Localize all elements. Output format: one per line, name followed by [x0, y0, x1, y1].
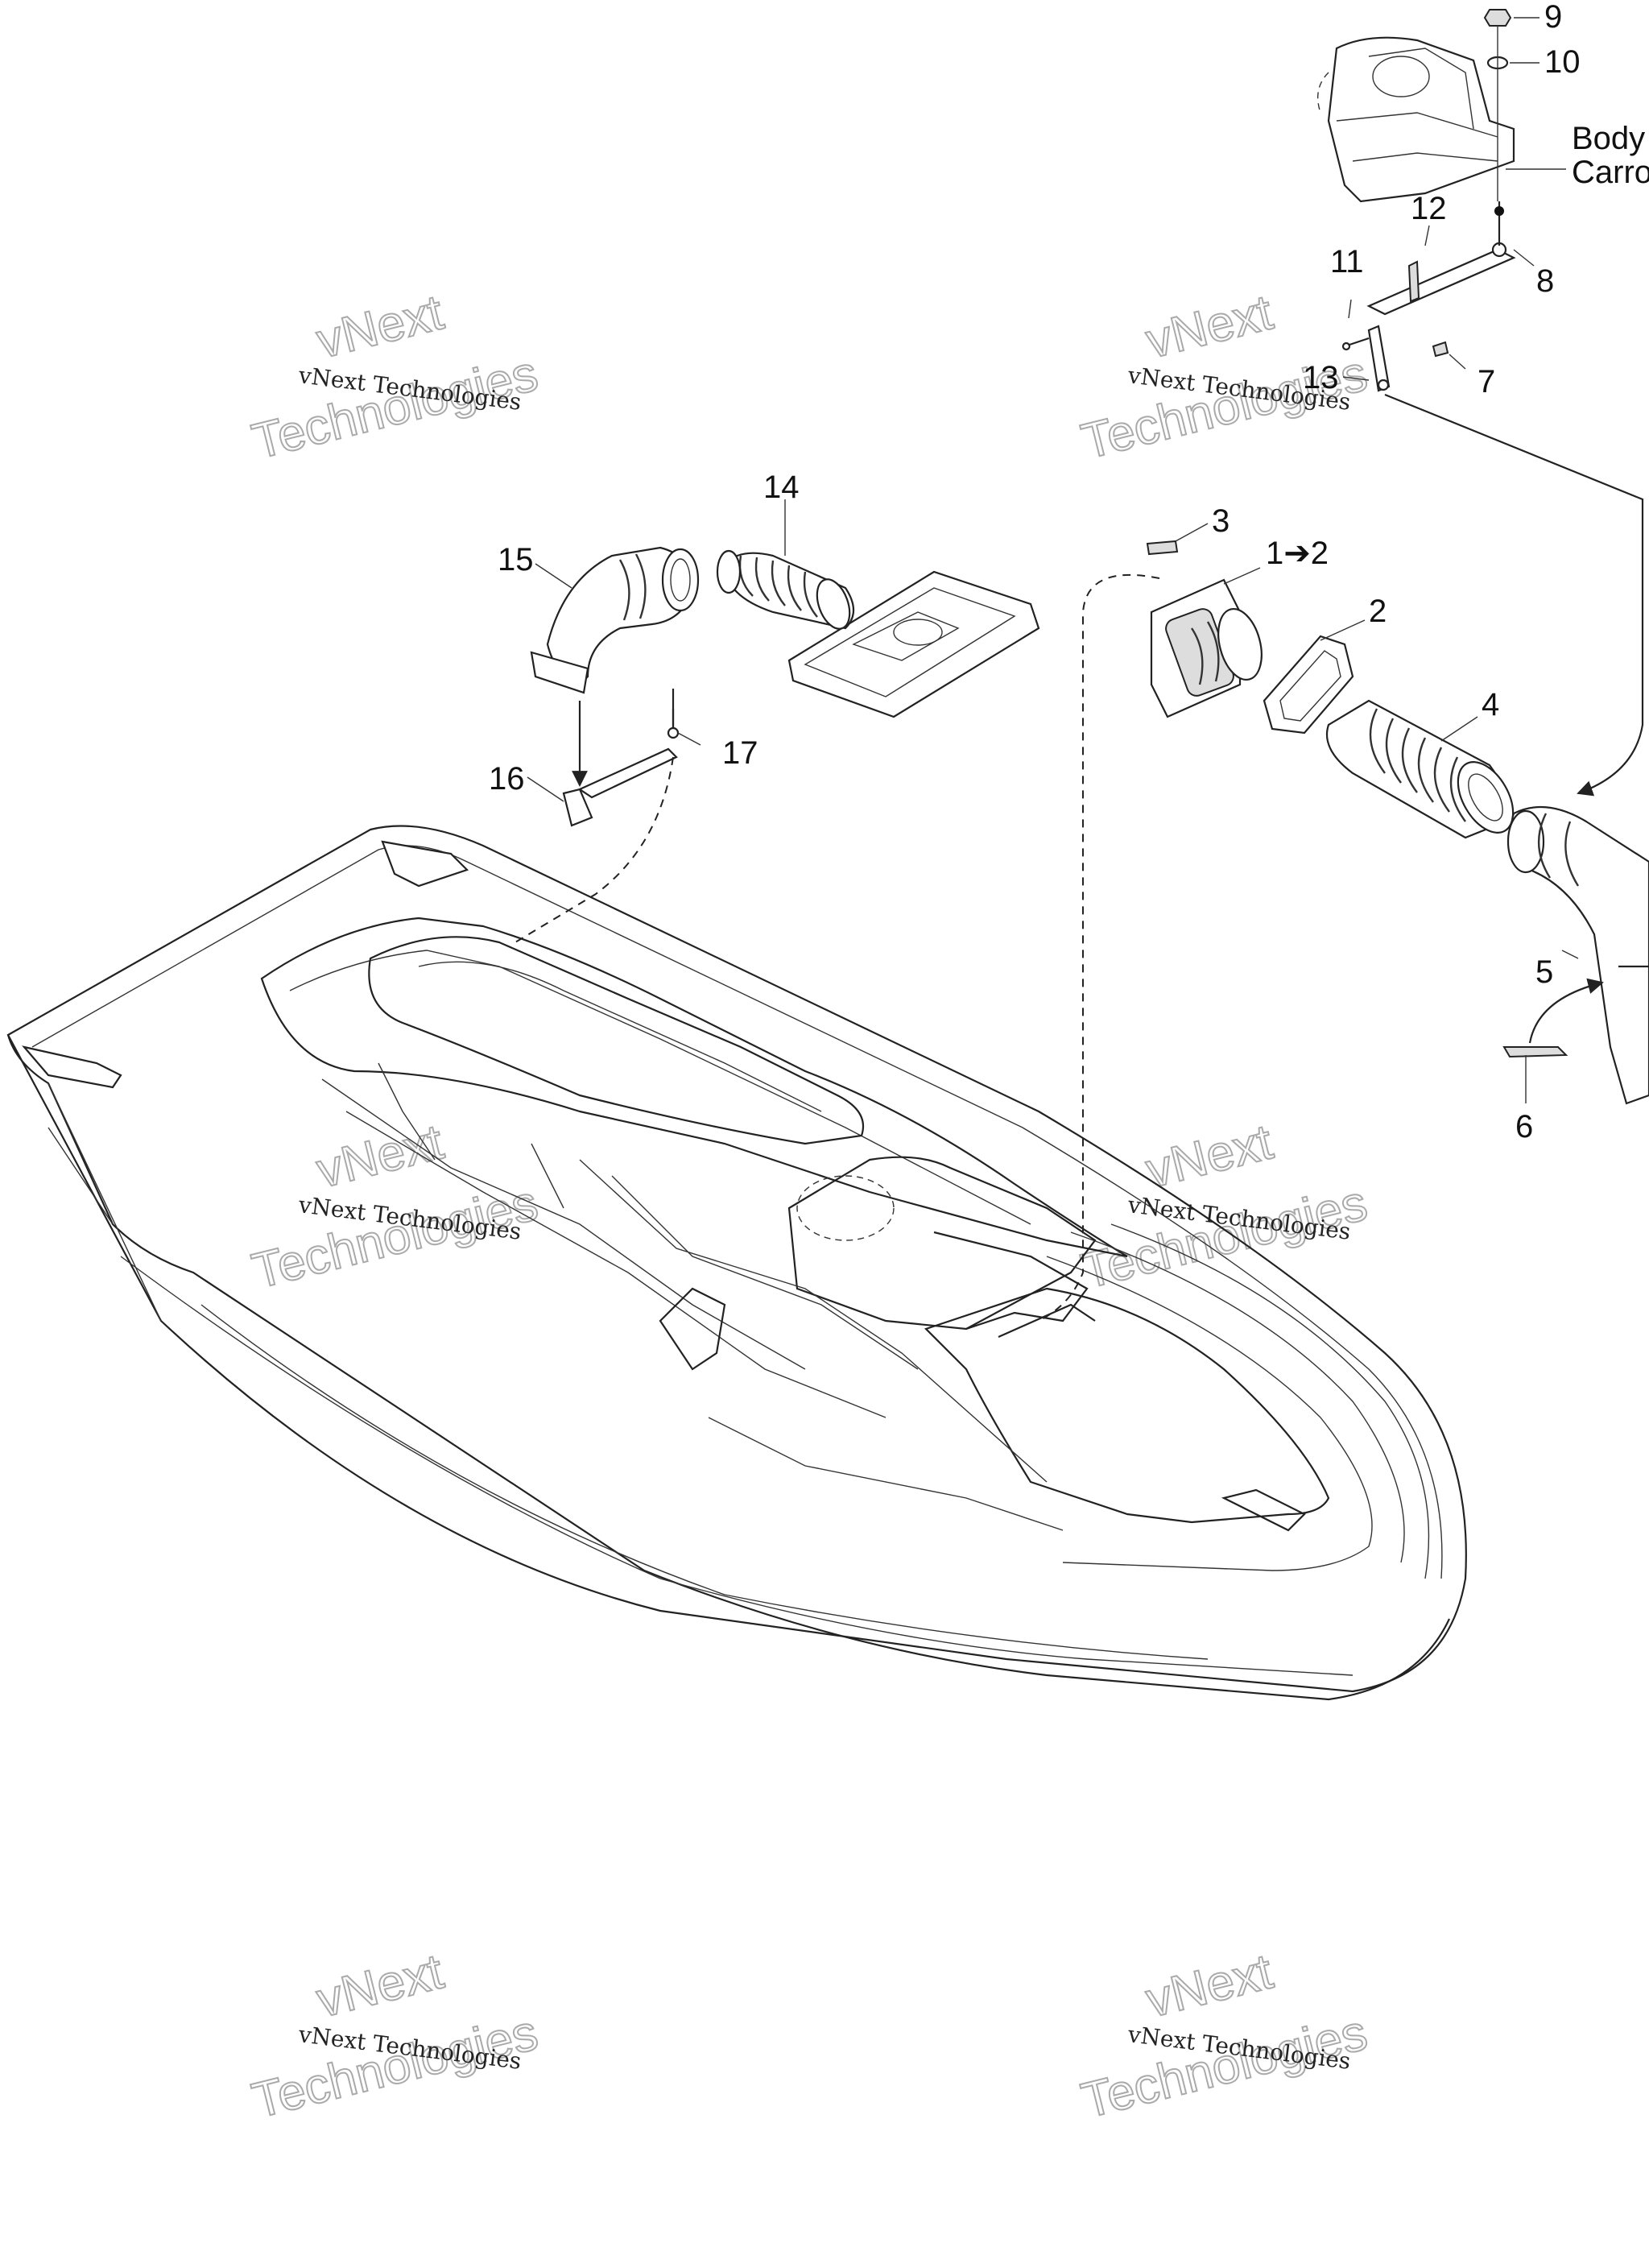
part-8-bracket [1366, 201, 1516, 316]
part-5-elbow [1506, 805, 1649, 1105]
reference-label-line2: Carro [1572, 155, 1649, 190]
part-9-nut [1483, 9, 1512, 27]
callout-13: 13 [1303, 360, 1339, 395]
reference-label-line1: Body [1572, 121, 1645, 156]
callout-2: 2 [1369, 594, 1387, 629]
callout-10: 10 [1544, 44, 1581, 80]
svg-text:vNext: vNext [1141, 1114, 1278, 1198]
callout-8: 8 [1536, 263, 1554, 299]
part-exhaust-housing [1317, 36, 1515, 203]
part-3-rivet [1146, 540, 1179, 556]
part-13-strap [1367, 325, 1391, 392]
callout-11: 11 [1330, 244, 1364, 279]
svg-text:vNext: vNext [312, 284, 448, 369]
callout-17: 17 [722, 735, 758, 771]
callout-1-2: 1➔2 [1266, 536, 1329, 571]
svg-text:vNext: vNext [312, 1943, 448, 2028]
callout-3: 3 [1212, 503, 1230, 539]
part-6-clip [1502, 1046, 1568, 1058]
leader-lines [527, 17, 1579, 1103]
watermark-mid-right: vNext Technologies vNext Technologies [1076, 1113, 1374, 1300]
callout-5: 5 [1535, 954, 1553, 990]
watermark-bottom-right: vNext Technologies vNext Technologies [1076, 1943, 1374, 2129]
callout-16: 16 [489, 761, 525, 797]
callout-9: 9 [1544, 0, 1562, 35]
callout-6: 6 [1515, 1109, 1533, 1144]
part-15-elbow-hose [530, 546, 700, 694]
svg-text:vNext: vNext [1141, 284, 1278, 369]
part-7-screw [1432, 341, 1449, 358]
part-1-2-vent-outlet [1150, 578, 1263, 718]
callout-7: 7 [1477, 364, 1495, 399]
part-4-vent-hose [1325, 699, 1515, 839]
callout-12: 12 [1411, 191, 1447, 226]
part-12-bolt [1407, 260, 1420, 303]
watercraft-hull [6, 825, 1467, 1701]
watermark-bottom-left: vNext Technologies vNext Technologies [246, 1943, 544, 2129]
part-2-gasket [1263, 635, 1354, 735]
watermark-mid-left: vNext Technologies vNext Technologies [246, 1113, 544, 1300]
callout-15: 15 [498, 542, 534, 577]
callout-4: 4 [1482, 687, 1499, 722]
watermark-top-left: vNext Technologies vNext Technologies [246, 284, 544, 470]
part-16-17-support-bracket [562, 689, 680, 827]
part-11-screw [1341, 337, 1370, 351]
callout-labels: 9 10 Body Carro 12 8 11 13 7 14 15 3 1➔2… [489, 0, 1649, 1144]
callout-14: 14 [763, 470, 800, 505]
svg-text:vNext: vNext [312, 1114, 448, 1198]
assembly-paths [515, 393, 1644, 1322]
part-14-air-intake-box [716, 549, 1040, 718]
svg-text:vNext: vNext [1141, 1943, 1278, 2028]
